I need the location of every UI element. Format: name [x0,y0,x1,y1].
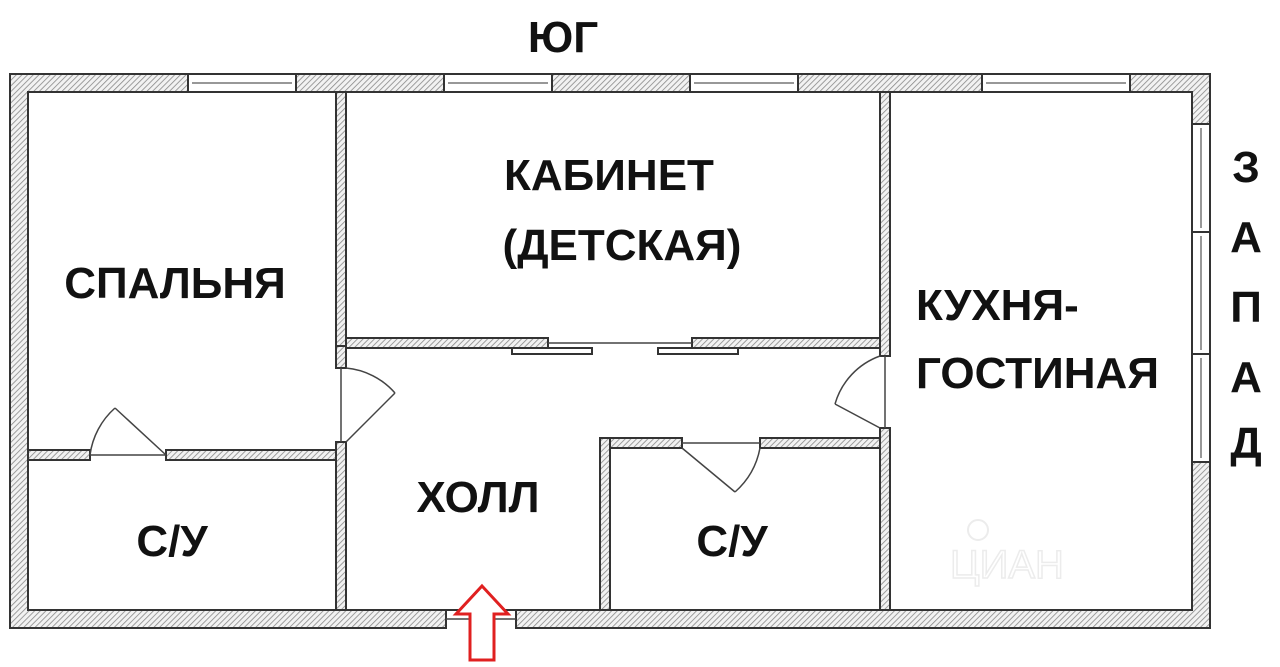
door-bedroom [340,367,396,443]
door-bedroom-bathroom [89,407,167,456]
entrance-arrow [452,583,512,662]
compass-west-label: З А П А Д [1230,143,1262,468]
room-label-bathroom-left: С/У [136,517,208,566]
room-label-bathroom-right: С/У [696,517,768,566]
room-label-kitchen-sub: ГОСТИНАЯ [916,349,1159,398]
svg-text:П: П [1230,283,1262,332]
window [981,73,1131,93]
window [1191,231,1211,355]
windows [187,73,1211,463]
door-kitchen [834,355,886,429]
svg-text:А: А [1230,353,1262,402]
sliding-door-study [511,342,739,355]
room-label-hall: ХОЛЛ [416,473,539,522]
room-label-kitchen: КУХНЯ- [916,281,1079,330]
room-label-bedroom: СПАЛЬНЯ [64,259,286,308]
svg-text:А: А [1230,213,1262,262]
door-bathroom-right [681,442,761,493]
room-label-study-sub: (ДЕТСКАЯ) [503,221,742,270]
svg-text:ЦИАН: ЦИАН [950,543,1064,587]
svg-text:Д: Д [1230,419,1261,468]
room-label-study: КАБИНЕТ [504,151,714,200]
window [689,73,799,93]
compass-south-label: ЮГ [528,13,598,62]
window [1191,353,1211,463]
svg-text:З: З [1232,143,1260,192]
window [1191,123,1211,233]
window [443,73,553,93]
watermark-logo: ЦИАН [949,519,1065,588]
window [187,73,297,93]
doors [89,342,886,620]
